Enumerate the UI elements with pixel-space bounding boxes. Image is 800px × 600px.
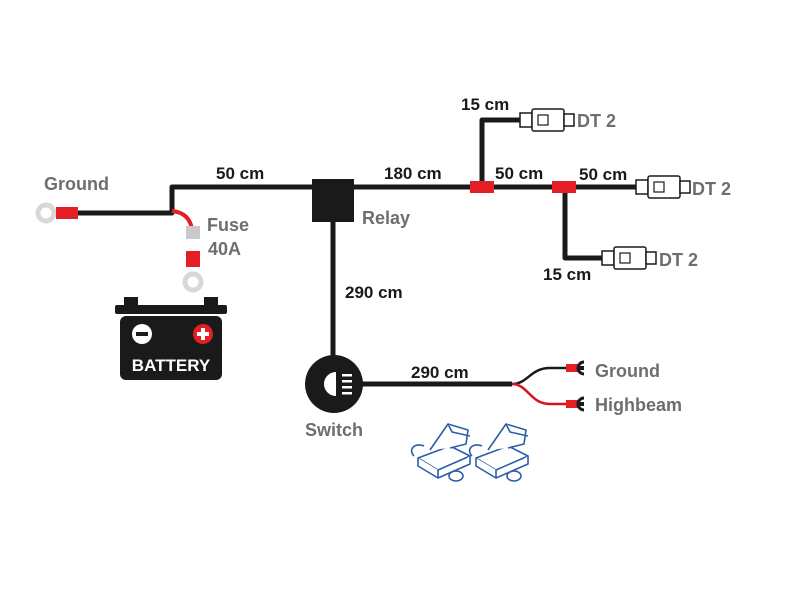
fuse-icon	[182, 226, 204, 293]
wire-branch-low	[562, 187, 605, 261]
label-dt-low: DT 2	[659, 250, 698, 270]
wire-branch-top	[479, 117, 522, 187]
battery-icon: BATTERY	[115, 297, 227, 380]
switch-icon	[305, 355, 363, 413]
length-split-dt-mid: 50 cm	[579, 165, 627, 184]
wire-ground-relay	[60, 184, 312, 216]
label-ground-left: Ground	[44, 174, 109, 194]
label-dt-mid: DT 2	[692, 179, 731, 199]
dt-connector-icon	[519, 108, 575, 132]
label-dt-top: DT 2	[577, 111, 616, 131]
label-ground-right: Ground	[595, 361, 660, 381]
length-ground-relay: 50 cm	[216, 164, 264, 183]
dt-connector-icon	[601, 246, 657, 270]
length-relay-split: 180 cm	[384, 164, 442, 183]
battery-label: BATTERY	[132, 356, 211, 375]
scotchlok-connector-icon	[468, 423, 529, 482]
splice-sleeve-1	[470, 181, 494, 193]
output-terminal-ground	[566, 360, 585, 376]
dt-connector-icon	[635, 175, 691, 199]
label-fuse-rating: 40A	[208, 239, 241, 259]
length-split-split: 50 cm	[495, 164, 543, 183]
splice-sleeve-2	[552, 181, 576, 193]
output-terminal-highbeam	[566, 396, 585, 412]
label-highbeam: Highbeam	[595, 395, 682, 415]
scotchlok-connector-icon	[410, 423, 471, 482]
length-branch-low: 15 cm	[543, 265, 591, 284]
length-relay-switch: 290 cm	[345, 283, 403, 302]
wire-out-ground	[511, 366, 568, 386]
length-branch-top: 15 cm	[461, 95, 509, 114]
label-switch: Switch	[305, 420, 363, 440]
wire-out-highbeam	[511, 382, 568, 406]
ring-terminal-icon	[35, 202, 78, 224]
label-fuse: Fuse	[207, 215, 249, 235]
label-relay: Relay	[362, 208, 410, 228]
length-switch-out: 290 cm	[411, 363, 469, 382]
relay-icon	[312, 179, 354, 222]
